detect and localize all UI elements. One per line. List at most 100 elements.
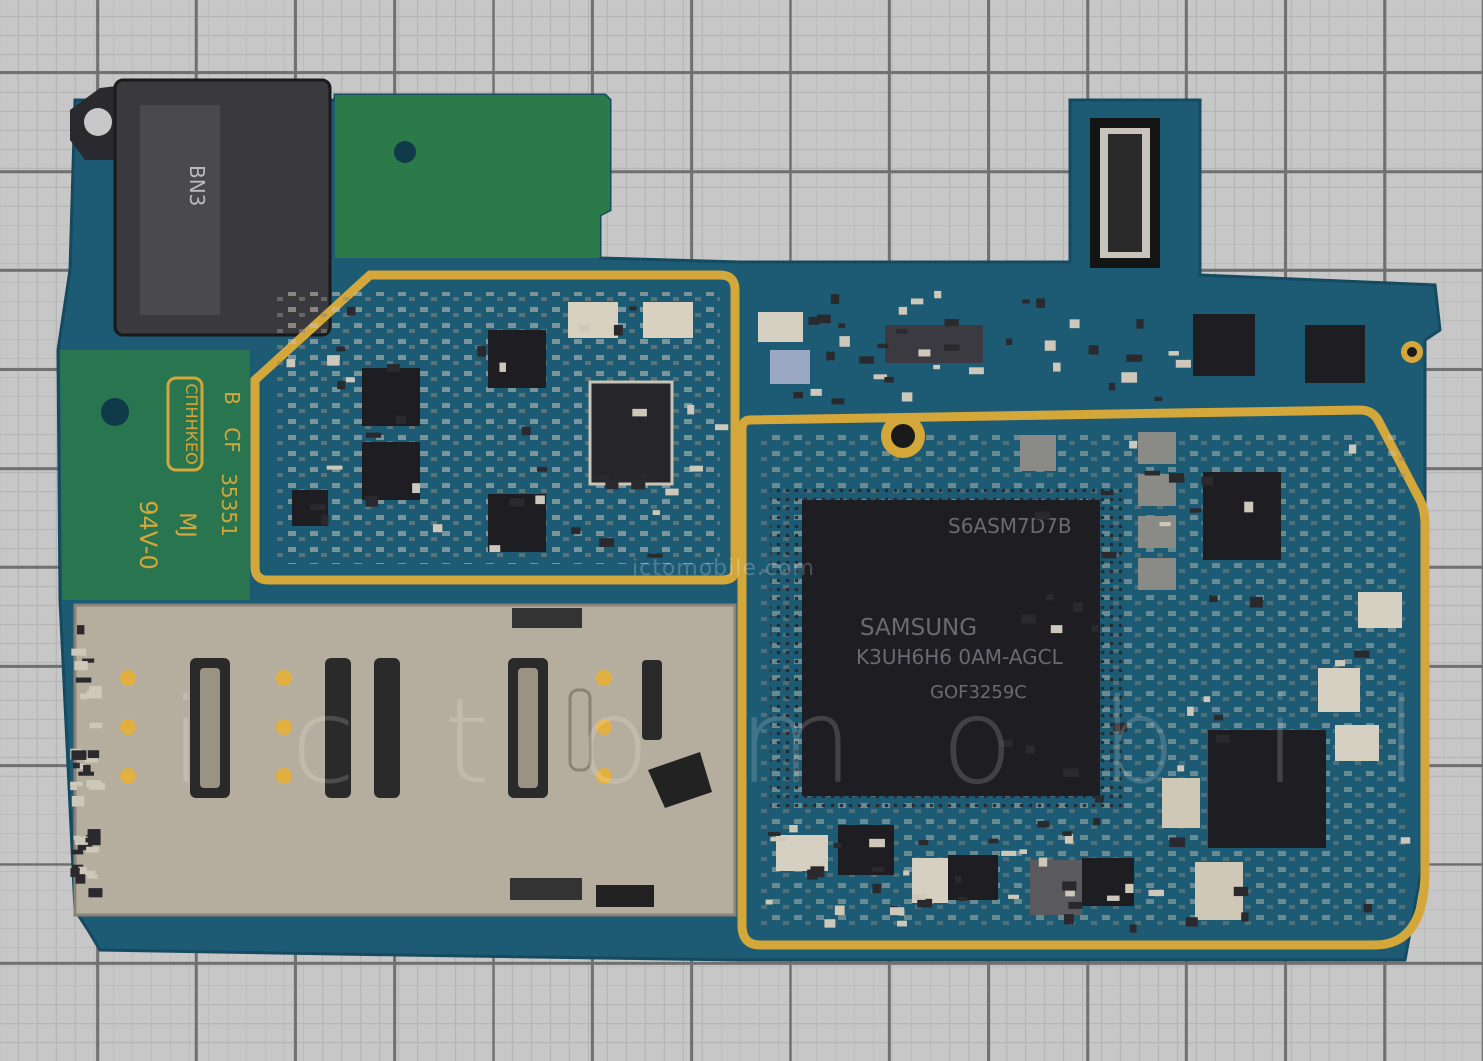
- smd-component: [1021, 614, 1037, 624]
- pcb-b-label: B: [220, 391, 244, 405]
- pcb-vendor-label: СПННКЕО: [182, 383, 201, 464]
- samsung-memory-chip: S6ASM7D7B SAMSUNG K3UH6H6 0AM-AGCL GOF32…: [770, 488, 1122, 810]
- rf-chips: [292, 302, 693, 552]
- smd-component: [1244, 501, 1254, 513]
- smd-component: [884, 376, 894, 383]
- pcb-markings: СПННКЕО 94V-0 MJ 35351 CF B: [101, 141, 416, 570]
- smd-component: [87, 750, 100, 759]
- smd-component: [1159, 521, 1171, 527]
- smd-component: [895, 329, 908, 334]
- smd-component: [830, 294, 840, 304]
- smd-component: [1068, 901, 1083, 909]
- smd-component: [85, 837, 99, 843]
- smd-component: [917, 898, 933, 908]
- smd-component: [1107, 895, 1120, 901]
- smd-component: [1216, 735, 1230, 743]
- smd-component: [71, 849, 84, 855]
- display-connector: [1090, 118, 1160, 268]
- smd-component: [859, 356, 874, 364]
- sim-contact-pad: [120, 768, 136, 784]
- smd-component: [793, 391, 803, 399]
- smd-component: [1129, 924, 1137, 933]
- smd-component: [933, 364, 941, 370]
- sim-contact-pad: [276, 719, 292, 735]
- pcb-code-label: 35351: [217, 473, 241, 537]
- smd-component: [77, 840, 93, 850]
- smd-component: [78, 771, 94, 776]
- smd-component: [499, 362, 506, 372]
- smd-component: [509, 498, 525, 507]
- smd-component: [1203, 696, 1211, 703]
- cpu-brand-marking: SAMSUNG: [860, 615, 977, 641]
- smd-component: [1126, 354, 1143, 362]
- smd-component: [365, 432, 382, 438]
- smd-component: [477, 345, 487, 357]
- smd-component: [387, 364, 400, 372]
- smd-component: [934, 290, 942, 299]
- smd-component: [395, 415, 406, 425]
- smd-component: [74, 836, 88, 845]
- smd-component: [1241, 912, 1249, 922]
- smd-component: [810, 866, 825, 878]
- smd-component: [988, 838, 999, 844]
- smd-component: [79, 870, 96, 876]
- smd-component: [665, 488, 679, 496]
- smd-component: [73, 762, 80, 769]
- smd-component: [954, 875, 962, 884]
- smd-component: [1069, 319, 1080, 329]
- cpu-lot-marking: GOF3259C: [930, 682, 1027, 703]
- smd-component: [1006, 338, 1013, 346]
- smd-component: [89, 722, 103, 729]
- jack-code-label: BN3: [185, 165, 209, 206]
- smd-component: [1101, 551, 1117, 559]
- smd-component: [715, 424, 729, 431]
- smd-component: [1348, 444, 1357, 454]
- smd-component: [1025, 745, 1035, 754]
- smd-component: [810, 388, 822, 396]
- smd-component: [286, 359, 296, 368]
- smd-component: [770, 837, 787, 842]
- smd-component: [1001, 850, 1016, 856]
- smd-component: [1129, 440, 1138, 449]
- smd-component: [1201, 476, 1214, 486]
- smd-component: [365, 496, 379, 507]
- smd-component: [310, 504, 326, 511]
- smd-component: [571, 527, 581, 535]
- smd-component: [1154, 396, 1163, 402]
- smd-component: [903, 870, 910, 876]
- pcb-rev-label: CF: [220, 427, 244, 452]
- smd-component: [72, 864, 84, 871]
- smd-component: [70, 783, 78, 791]
- smd-component: [869, 838, 885, 848]
- smd-component: [1354, 650, 1370, 658]
- sim-contact-pad: [120, 670, 136, 686]
- smd-component: [1363, 903, 1372, 913]
- sim-card-tray: [73, 603, 737, 917]
- headphone-jack: BN3: [70, 78, 332, 337]
- sim-contact-pad: [596, 719, 612, 735]
- smd-component: [1044, 340, 1056, 351]
- smd-component: [1095, 796, 1104, 803]
- smd-component: [1136, 319, 1144, 329]
- cpu-shield-frame: [737, 405, 1430, 950]
- smd-component: [432, 524, 443, 533]
- smd-component: [640, 473, 648, 479]
- smd-component: [1168, 351, 1179, 356]
- power-chips: [758, 312, 1402, 920]
- smd-component: [632, 408, 647, 417]
- pcb-green-zone: [335, 95, 610, 258]
- smd-component: [336, 346, 346, 352]
- smd-component: [579, 324, 591, 333]
- smd-component: [489, 545, 501, 553]
- smd-component: [1249, 596, 1263, 608]
- sim-contact-pad: [120, 719, 136, 735]
- smd-component: [1088, 345, 1099, 355]
- smd-component: [327, 355, 340, 366]
- smd-component: [647, 553, 663, 558]
- smd-component: [78, 866, 87, 873]
- smd-component: [1063, 914, 1074, 925]
- smd-component: [347, 306, 356, 316]
- smd-component: [838, 323, 846, 328]
- smd-component: [918, 840, 929, 846]
- smd-component: [1008, 894, 1020, 899]
